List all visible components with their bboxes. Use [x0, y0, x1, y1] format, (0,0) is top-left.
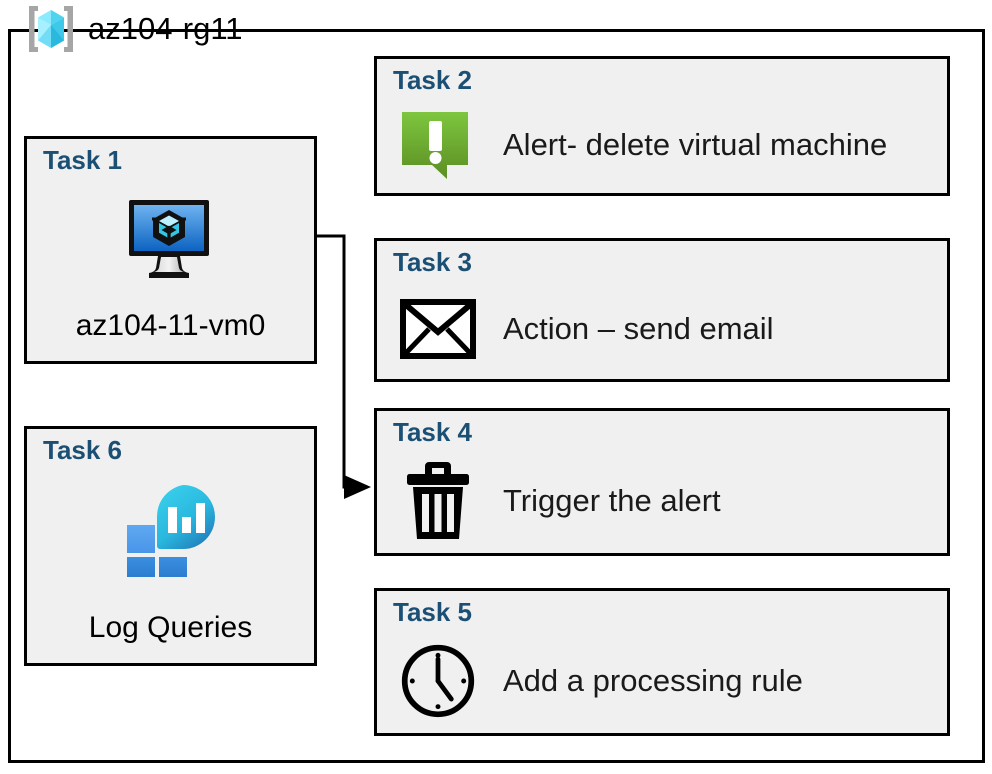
task-title: Task 1 [43, 145, 123, 175]
task-label: Trigger the alert [503, 482, 721, 518]
card-task-3[interactable]: Task 3 Action – send email [374, 238, 950, 382]
card-task-1[interactable]: Task 1 [24, 136, 317, 364]
task-title: Task 3 [393, 247, 473, 277]
resource-group-title-gap [33, 52, 293, 72]
alert-exclamation-icon [399, 108, 477, 182]
task-caption: Log Queries [88, 611, 253, 644]
task-title: Task 2 [393, 65, 473, 95]
card-task-4[interactable]: Task 4 Trigger the alert [374, 408, 950, 556]
card-task-5[interactable]: Task 5 Add a processing rule [374, 588, 950, 736]
task-label: Action – send email [503, 310, 774, 346]
clock-icon [399, 640, 477, 722]
trash-delete-icon [399, 460, 477, 542]
task-title: Task 6 [43, 435, 123, 465]
resource-group-name: az104-rg11 [88, 10, 243, 46]
log-analytics-icon [27, 481, 314, 577]
card-task-2[interactable]: Task 2 Alert- delete virtual machine [374, 56, 950, 196]
task-label: Alert- delete virtual machine [503, 126, 888, 162]
task-label: Add a processing rule [503, 662, 803, 698]
virtual-machine-icon [27, 191, 314, 287]
azure-resource-group-icon [24, 3, 78, 55]
resource-group-header: az104-rg11 [24, 0, 243, 58]
task-title: Task 5 [393, 597, 473, 627]
task-caption: az104-11-vm0 [75, 309, 266, 342]
task-title: Task 4 [393, 417, 473, 447]
envelope-icon [399, 299, 477, 359]
card-task-6[interactable]: Task 6 [24, 426, 317, 666]
